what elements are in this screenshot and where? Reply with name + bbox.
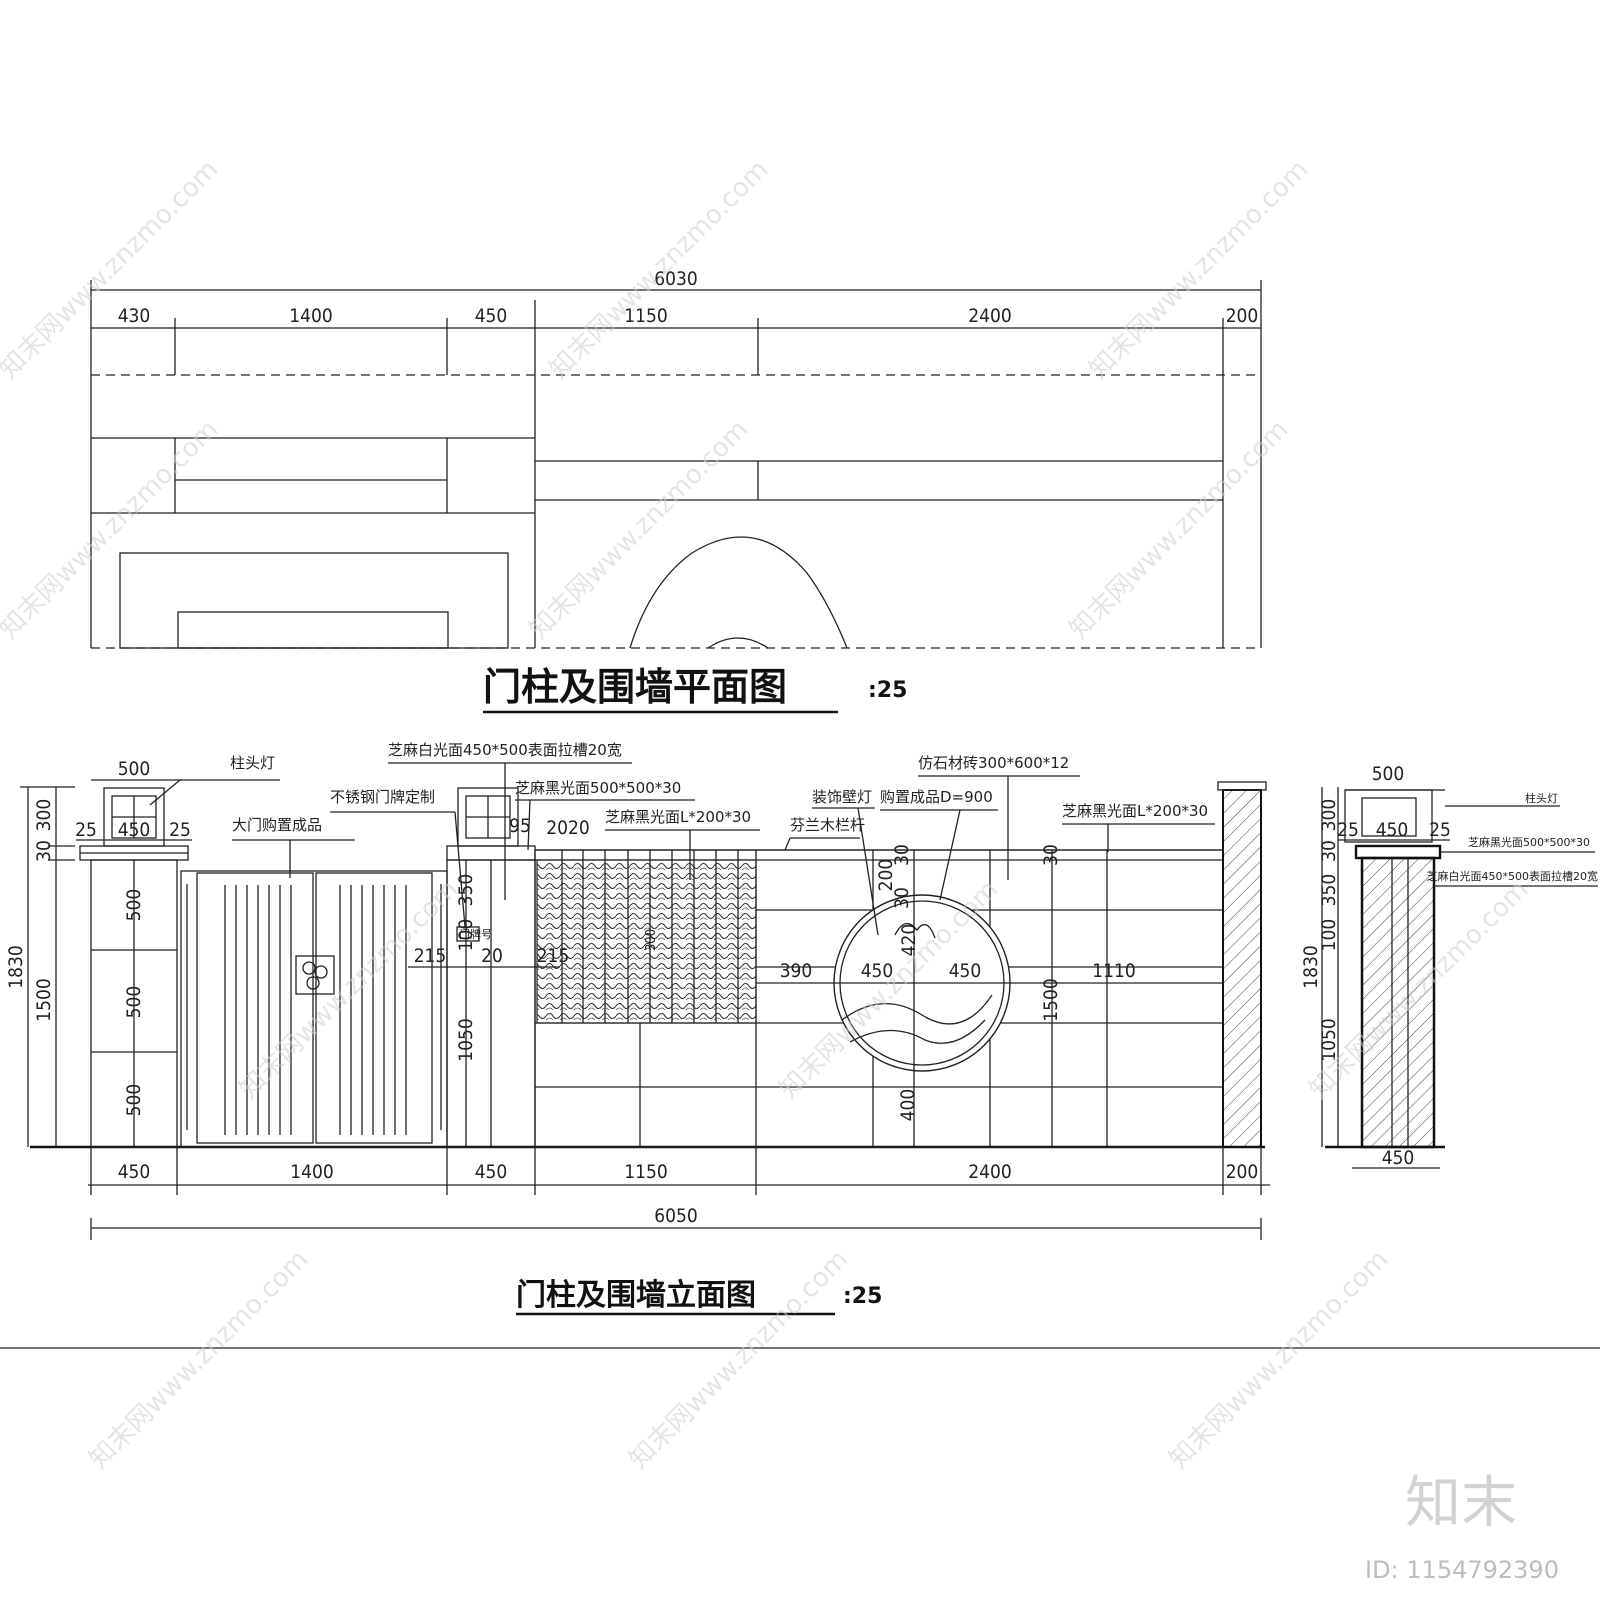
elev-dim-3: 450 [475,1161,508,1183]
mid-dim-2020: 2020 [546,817,590,839]
elev-h-300: 300 [33,799,55,832]
sec-dim-25a: 25 [1337,819,1359,841]
svg-text:知末网www.znzmo.com: 知末网www.znzmo.com [544,154,775,385]
door-number: 门牌号 [459,927,492,941]
elev-dim-6: 200 [1226,1161,1259,1183]
plan-dim-6: 200 [1226,305,1259,327]
sec-dim-450: 450 [1376,819,1409,841]
elev-dim-4: 1150 [624,1161,668,1183]
section-view: 500 25 450 25 1830 300 30 350 100 1050 4… [1300,763,1598,1169]
sec-label-black-cap: 芝麻黑光面500*500*30 [1468,835,1590,849]
plan-dim-3: 450 [475,305,508,327]
circ-dim-30c: 30 [1040,844,1062,866]
image-id: ID: 1154792390 [1365,1556,1559,1584]
sec-dim-bottom: 450 [1382,1147,1415,1169]
circ-dim-450a: 450 [861,960,894,982]
elevation-title: 门柱及围墙立面图 [516,1278,756,1313]
circ-dim-1110: 1110 [1092,960,1136,982]
elev-h-1830: 1830 [5,945,27,989]
plan-scale: :25 [868,678,907,703]
elev-h-1500: 1500 [33,978,55,1022]
label-stone-tile: 仿石材砖300*600*12 [918,754,1069,772]
elev-bottom-ticks [90,1147,1262,1195]
label-stainless-plate: 不锈钢门牌定制 [330,788,435,806]
elev-h-500b: 500 [123,986,145,1019]
watermarks: 知末网www.znzmo.com 知末网www.znzmo.com 知末网www… [0,154,1534,1475]
label-gate: 大门购置成品 [232,816,322,834]
cap-dim-500: 500 [118,758,151,780]
cap-dim-25a: 25 [75,819,97,841]
plan-dim-4: 1150 [624,305,668,327]
circ-dim-400: 400 [897,1089,919,1122]
svg-text:知末网www.znzmo.com: 知末网www.znzmo.com [1084,154,1315,385]
elev-total-dim: 6050 [654,1205,698,1227]
label-purchased: 购置成品D=900 [880,788,993,806]
mid-dim-95: 95 [509,815,531,837]
circ-dim-420: 420 [898,924,920,957]
svg-text:知末网www.znzmo.com: 知末网www.znzmo.com [234,874,465,1105]
svg-text:知末网www.znzmo.com: 知末网www.znzmo.com [524,414,755,645]
sec-dim-25b: 25 [1429,819,1451,841]
circ-dim-30a: 30 [891,844,913,866]
mid-dim-215b: 215 [537,945,570,967]
brand-logo: 知末 [1405,1471,1517,1536]
sec-h-100: 100 [1318,919,1340,952]
slat-dividers [561,850,739,1023]
label-wall-lamp: 装饰壁灯 [812,788,872,806]
label-black-strip: 芝麻黑光面L*200*30 [605,808,751,826]
circ-dim-30b: 30 [891,887,913,909]
sec-h-1830: 1830 [1300,945,1322,989]
sec-label-lamp: 柱头灯 [1525,791,1558,805]
elev-h-500c: 500 [123,1084,145,1117]
svg-text:知末网www.znzmo.com: 知末网www.znzmo.com [84,1244,315,1475]
svg-text:知末网www.znzmo.com: 知末网www.znzmo.com [1064,414,1295,645]
elevation-view: 门牌号 [5,741,1270,1316]
sec-label-white-face: 芝麻白光面450*500表面拉槽20宽 [1427,869,1599,883]
mid-dim-300: 300 [644,929,659,951]
plan-title: 门柱及围墙平面图 [483,665,787,709]
label-black-strip-2: 芝麻黑光面L*200*30 [1062,802,1208,820]
label-column-lamp: 柱头灯 [230,754,275,772]
mid-dim-20: 20 [481,945,503,967]
elev-h-30: 30 [33,840,55,862]
elevation-scale: :25 [843,1284,882,1309]
svg-text:知末网www.znzmo.com: 知末网www.znzmo.com [1164,1244,1395,1475]
circ-dim-200: 200 [875,859,897,892]
sec-h-350: 350 [1318,874,1340,907]
sec-h-1050: 1050 [1318,1018,1340,1062]
label-railing: 芬兰木栏杆 [790,816,865,834]
sec-h-30: 30 [1318,840,1340,862]
plan-dim-ticks [90,300,1262,375]
gate-bars [224,885,407,1135]
elev-dim-1: 450 [118,1161,151,1183]
svg-text:知末网www.znzmo.com: 知末网www.znzmo.com [0,414,224,645]
cap-dim-25b: 25 [169,819,191,841]
p2-h-350: 350 [455,874,477,907]
cap-dim-450: 450 [118,819,151,841]
elev-dim-5: 2400 [968,1161,1012,1183]
elev-dim-2: 1400 [290,1161,334,1183]
circ-dim-450b: 450 [949,960,982,982]
plan-dim-2: 1400 [289,305,333,327]
p2-h-100: 100 [455,919,477,952]
sec-dim-500: 500 [1372,763,1405,785]
elev-h-500a: 500 [123,889,145,922]
mid-dim-215a: 215 [414,945,447,967]
plan-dim-5: 2400 [968,305,1012,327]
circ-dim-1500: 1500 [1040,978,1062,1022]
plan-dim-1: 430 [118,305,151,327]
plan-total-dim: 6030 [654,268,698,290]
p2-h-1050: 1050 [455,1018,477,1062]
circ-dim-390: 390 [780,960,813,982]
plan-view: 6030 430 1400 450 1150 2400 200 [90,268,1262,714]
svg-text:知末网www.znzmo.com: 知末网www.znzmo.com [0,154,224,385]
label-white-granite: 芝麻白光面450*500表面拉槽20宽 [388,741,622,759]
label-black-cap: 芝麻黑光面500*500*30 [515,779,681,797]
sec-h-300: 300 [1318,799,1340,832]
